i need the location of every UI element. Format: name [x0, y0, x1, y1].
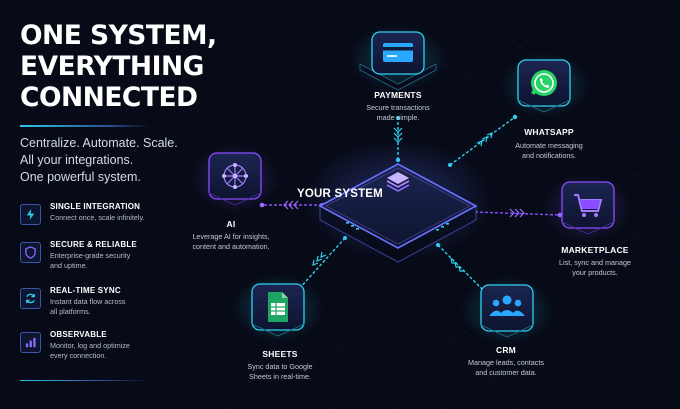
node-title: AI: [226, 219, 236, 229]
feature-desc: Monitor, log and optimize every connecti…: [50, 341, 130, 360]
node-desc: Sync data to Google Sheets in real-time.: [247, 362, 313, 381]
node-crm: CRM Manage leads, contacts and customer …: [468, 345, 544, 378]
spreadsheet-icon: [268, 292, 288, 322]
node-title: CRM: [496, 345, 516, 355]
feature-title: SECURE & RELIABLE: [50, 240, 137, 249]
feature-desc: Instant data flow across all platforms.: [50, 297, 126, 316]
feature-real-time-sync: REAL-TIME SYNC Instant data flow across …: [20, 286, 170, 326]
feature-desc: Enterprise-grade security and uptime.: [50, 251, 131, 270]
feature-desc: Connect once, scale infinitely.: [50, 213, 145, 222]
node-ai: AI Leverage AI for insights, content and…: [192, 219, 269, 252]
feature-observable: OBSERVABLE Monitor, log and optimize eve…: [20, 330, 170, 370]
shield-icon: [20, 242, 41, 263]
lightning-icon: [20, 204, 41, 225]
node-desc: Automate messaging and notifications.: [515, 141, 583, 160]
layers-icon: [386, 172, 410, 192]
sync-icon: [20, 288, 41, 309]
divider-top: [20, 125, 150, 127]
node-desc: Secure transactions made simple.: [366, 103, 430, 122]
node-title: MARKETPLACE: [561, 245, 629, 255]
headline-line-2: EVERYTHING: [20, 51, 204, 82]
whatsapp-icon: [531, 70, 557, 96]
tagline-line-1: Centralize. Automate. Scale.: [20, 136, 178, 150]
node-whatsapp: WHATSAPP Automate messaging and notifica…: [515, 127, 583, 161]
crm-tile: [480, 284, 534, 338]
tagline: Centralize. Automate. Scale. All your in…: [20, 135, 178, 186]
node-title: PAYMENTS: [374, 90, 422, 100]
users-icon: [489, 295, 525, 316]
divider-bottom: [20, 380, 150, 381]
tagline-line-3: One powerful system.: [20, 170, 141, 184]
feature-single-integration: SINGLE INTEGRATION Connect once, scale i…: [20, 202, 170, 242]
tagline-line-2: All your integrations.: [20, 153, 134, 167]
node-sheets: SHEETS Sync data to Google Sheets in rea…: [247, 349, 312, 382]
shopping-cart-icon: [574, 194, 603, 217]
headline-line-3: CONNECTED: [20, 82, 198, 113]
node-marketplace: MARKETPLACE List, sync and manage your p…: [559, 245, 631, 278]
node-desc: List, sync and manage your products.: [559, 258, 631, 277]
node-payments: PAYMENTS Secure transactions made simple…: [366, 90, 430, 123]
node-title: SHEETS: [262, 349, 298, 359]
credit-card-icon: [383, 43, 413, 62]
feature-title: REAL-TIME SYNC: [50, 286, 121, 295]
feature-title: OBSERVABLE: [50, 330, 107, 339]
hub-label: YOUR SYSTEM: [297, 188, 383, 200]
feature-title: SINGLE INTEGRATION: [50, 202, 141, 211]
headline-line-1: ONE SYSTEM,: [20, 20, 217, 51]
node-desc: Leverage AI for insights, content and au…: [192, 232, 270, 251]
hub-tile: [318, 163, 478, 263]
neural-network-icon: [222, 163, 248, 189]
headline: ONE SYSTEM, EVERYTHING CONNECTED: [20, 20, 220, 113]
bar-chart-icon: [20, 332, 41, 353]
feature-secure-reliable: SECURE & RELIABLE Enterprise-grade secur…: [20, 240, 170, 280]
node-desc: Manage leads, contacts and customer data…: [468, 358, 544, 377]
node-title: WHATSAPP: [524, 127, 574, 137]
